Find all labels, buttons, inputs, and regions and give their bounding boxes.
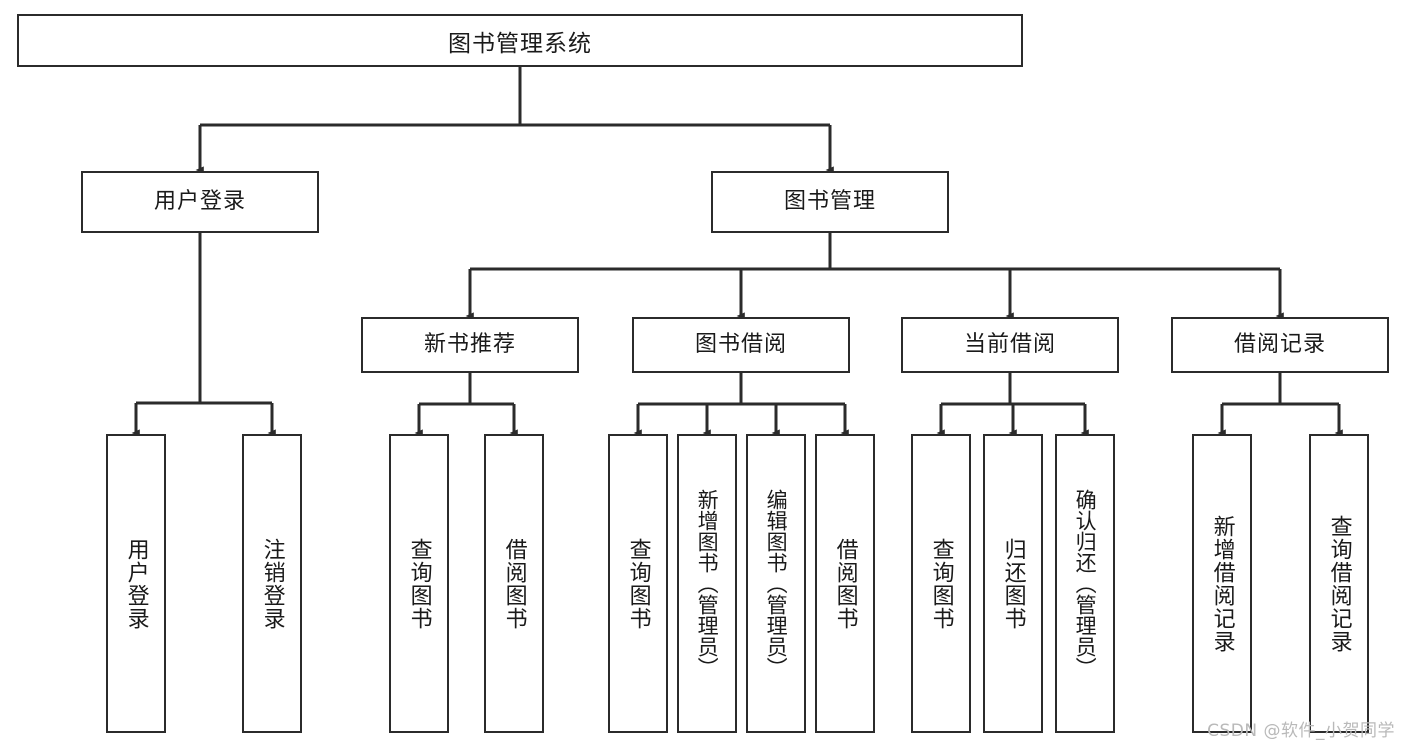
leaf-user-logout[interactable]: 注销登录 <box>242 434 302 733</box>
leaf-borrow-lend-book-label: 借阅图书 <box>832 537 858 630</box>
node-borrow-record-label: 借阅记录 <box>1233 331 1326 357</box>
leaf-record-add-label: 新增借阅记录 <box>1209 514 1235 653</box>
node-root[interactable]: 图书管理系统 <box>17 14 1023 67</box>
leaf-borrow-add-book-label: 新增图书（管理员） <box>695 489 720 678</box>
leaf-rec-query-book-label: 查询图书 <box>406 537 432 630</box>
leaf-borrow-query-book-label: 查询图书 <box>625 537 651 630</box>
leaf-borrow-lend-book[interactable]: 借阅图书 <box>815 434 875 733</box>
node-current-borrow[interactable]: 当前借阅 <box>901 317 1119 373</box>
leaf-record-query[interactable]: 查询借阅记录 <box>1309 434 1369 733</box>
node-book-manage-label: 图书管理 <box>783 188 876 214</box>
leaf-borrow-edit-book[interactable]: 编辑图书（管理员） <box>746 434 806 733</box>
node-book-borrow[interactable]: 图书借阅 <box>632 317 850 373</box>
leaf-borrow-query-book[interactable]: 查询图书 <box>608 434 668 733</box>
leaf-current-query-book[interactable]: 查询图书 <box>911 434 971 733</box>
leaf-user-login-label: 用户登录 <box>123 537 149 630</box>
edges <box>131 67 1343 437</box>
leaf-current-return-book-label: 归还图书 <box>1000 537 1026 630</box>
node-book-borrow-label: 图书借阅 <box>694 331 787 357</box>
csdn-watermark: CSDN @软件_小贺同学 <box>1207 721 1395 741</box>
leaf-record-query-label: 查询借阅记录 <box>1326 514 1352 653</box>
leaf-current-return-book[interactable]: 归还图书 <box>983 434 1043 733</box>
node-book-manage[interactable]: 图书管理 <box>711 171 949 233</box>
leaf-borrow-edit-book-label: 编辑图书（管理员） <box>764 489 789 678</box>
leaf-current-confirm-return-label: 确认归还（管理员） <box>1073 489 1098 678</box>
leaf-record-add[interactable]: 新增借阅记录 <box>1192 434 1252 733</box>
leaf-borrow-add-book[interactable]: 新增图书（管理员） <box>677 434 737 733</box>
node-new-book-rec[interactable]: 新书推荐 <box>361 317 579 373</box>
node-user-login[interactable]: 用户登录 <box>81 171 319 233</box>
node-current-borrow-label: 当前借阅 <box>963 331 1056 357</box>
leaf-user-logout-label: 注销登录 <box>259 537 285 630</box>
leaf-rec-query-book[interactable]: 查询图书 <box>389 434 449 733</box>
leaf-user-login[interactable]: 用户登录 <box>106 434 166 733</box>
node-borrow-record[interactable]: 借阅记录 <box>1171 317 1389 373</box>
leaf-rec-borrow-book-label: 借阅图书 <box>501 537 527 630</box>
leaf-current-confirm-return[interactable]: 确认归还（管理员） <box>1055 434 1115 733</box>
leaf-rec-borrow-book[interactable]: 借阅图书 <box>484 434 544 733</box>
node-new-book-rec-label: 新书推荐 <box>423 331 516 357</box>
node-root-label: 图书管理系统 <box>448 30 592 57</box>
leaf-current-query-book-label: 查询图书 <box>928 537 954 630</box>
node-user-login-label: 用户登录 <box>153 188 246 214</box>
